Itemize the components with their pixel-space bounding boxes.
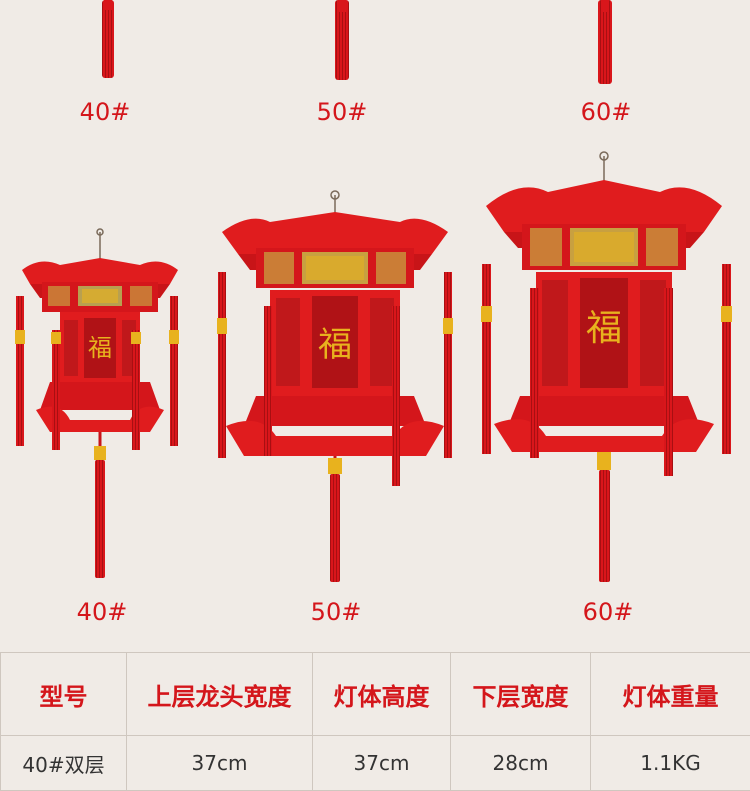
lantern-60: 福 [481,152,732,582]
cell-lower-width: 28cm [451,736,591,791]
top-tassel-50 [335,0,349,80]
top-tassel-40 [102,0,114,78]
header-upper-dragon-width: 上层龙头宽度 [127,653,313,736]
lantern-40: 福 [15,229,179,578]
spec-table: 型号 上层龙头宽度 灯体高度 下层宽度 灯体重量 40#双层 37cm 37cm… [0,652,750,791]
lantern-label-60: 60# [548,598,668,626]
header-model: 型号 [1,653,127,736]
header-lower-width: 下层宽度 [451,653,591,736]
spec-table-header: 型号 上层龙头宽度 灯体高度 下层宽度 灯体重量 [1,653,750,736]
top-tassel-60 [598,0,612,84]
cell-body-weight: 1.1KG [591,736,750,791]
top-label-60: 60# [546,98,666,126]
cell-upper-dragon-width: 37cm [127,736,313,791]
top-label-50: 50# [282,98,402,126]
cell-model: 40#双层 [1,736,127,791]
table-row: 40#双层 37cm 37cm 28cm 1.1KG [1,736,750,791]
cell-body-height: 37cm [313,736,451,791]
header-body-height: 灯体高度 [313,653,451,736]
lantern-label-40: 40# [42,598,162,626]
fu-character-40: 福 [88,334,112,362]
fu-character-60: 福 [586,308,622,349]
lantern-50: 福 [217,191,453,582]
fu-character-50: 福 [318,325,352,365]
top-label-40: 40# [45,98,165,126]
lantern-label-50: 50# [276,598,396,626]
header-body-weight: 灯体重量 [591,653,750,736]
product-image-area: 福 [0,0,750,650]
